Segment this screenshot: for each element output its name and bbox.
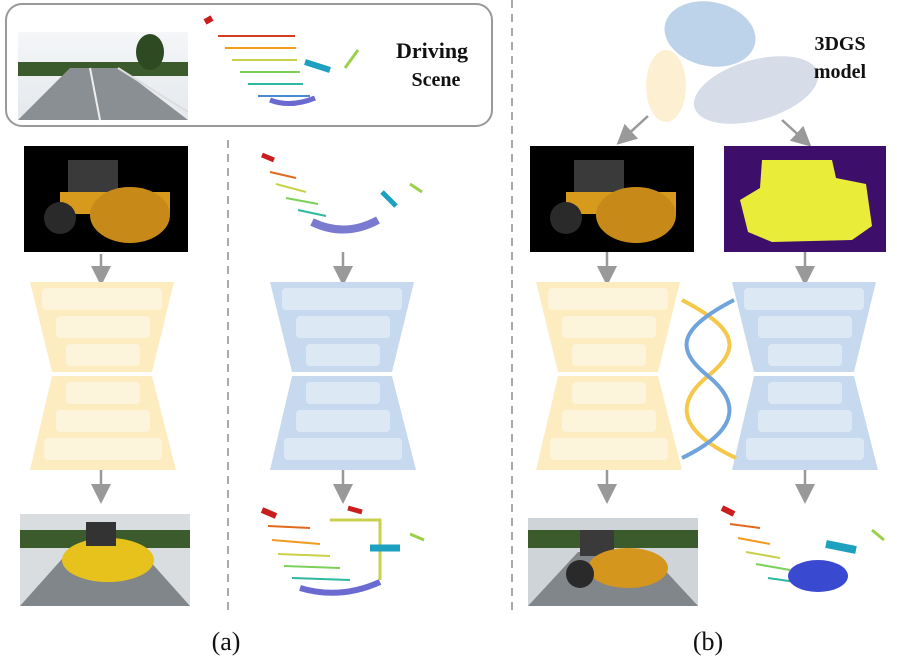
gs-title-line1: 3DGS xyxy=(814,33,865,55)
arrow-b-left-in xyxy=(616,115,649,145)
caption-b: (b) xyxy=(693,627,723,656)
lidar-output-a xyxy=(260,505,425,596)
arrow-b-right-in xyxy=(781,119,812,147)
lidar-point-cloud-icon xyxy=(203,15,360,106)
lidar-output-b xyxy=(720,505,885,592)
depth-encoder-decoder-b xyxy=(732,282,878,470)
output-image-a xyxy=(20,514,190,606)
caption-a: (a) xyxy=(212,627,241,656)
roller-image-a xyxy=(24,146,188,252)
road-photo-icon xyxy=(18,32,189,121)
scene-title-line2: Scene xyxy=(412,69,461,91)
lidar-encoder-decoder xyxy=(270,282,416,470)
rgb-encoder-decoder-b xyxy=(536,282,682,470)
lidar-input-a xyxy=(261,152,423,234)
driving-scene-box: Driving Scene xyxy=(5,3,493,127)
gs-title-line2: model xyxy=(814,61,867,83)
scene-title-line1: Driving xyxy=(396,38,468,63)
roller-image-b xyxy=(530,146,694,252)
cross-modal-helix xyxy=(681,298,737,460)
output-image-b xyxy=(528,518,698,606)
roller-vehicle-icon xyxy=(44,160,170,243)
3dgs-model-icon xyxy=(646,1,819,124)
rgb-encoder-decoder xyxy=(30,282,176,470)
depth-map-icon xyxy=(724,146,886,252)
